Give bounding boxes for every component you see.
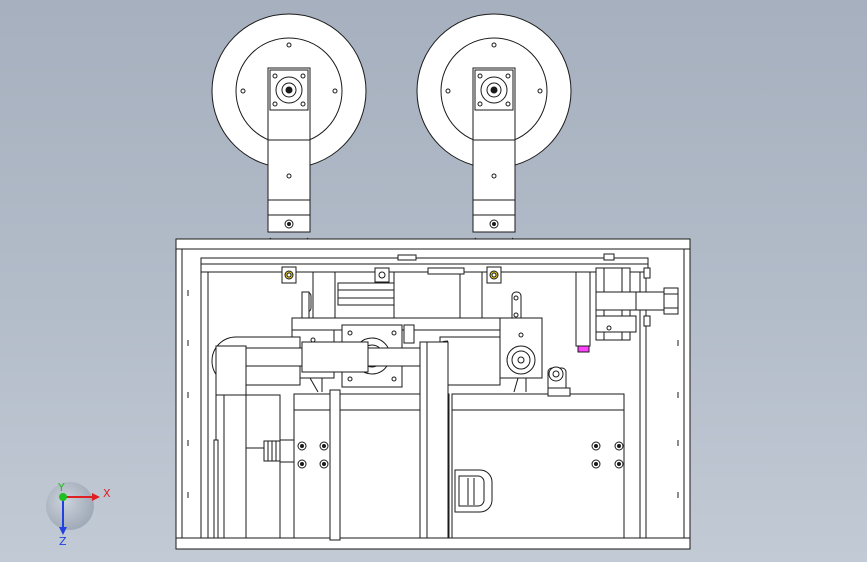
- lower-housing[interactable]: [293, 341, 625, 541]
- right-shaft: [419, 341, 449, 539]
- left-reel-hole: [286, 42, 292, 48]
- slide-mechanism[interactable]: [211, 291, 567, 397]
- y-axis-label: Y: [57, 481, 65, 494]
- left-reel-hole: [332, 88, 338, 94]
- frame-top-rail: [175, 238, 691, 250]
- sensor-tip: [577, 345, 590, 353]
- frame-left-wall: [175, 248, 183, 539]
- vertical-shaft: [329, 389, 341, 541]
- feed-cylinder[interactable]: [281, 254, 522, 323]
- left-arm-hole: [286, 173, 292, 179]
- right-sensor-bracket[interactable]: [575, 253, 679, 353]
- cylinder-body: [393, 271, 461, 319]
- left-column-inner: [245, 394, 281, 539]
- left-column[interactable]: [213, 345, 295, 539]
- left-reel[interactable]: [211, 13, 367, 248]
- right-reel[interactable]: [416, 13, 572, 248]
- triad-sphere: [46, 482, 94, 530]
- x-axis-label: X: [103, 487, 111, 500]
- z-axis-label: Z: [59, 535, 67, 548]
- frame-right-wall: [683, 248, 691, 539]
- y-axis-icon: [59, 493, 67, 501]
- left-reel-hole: [240, 88, 246, 94]
- rod-clamp: [301, 341, 369, 373]
